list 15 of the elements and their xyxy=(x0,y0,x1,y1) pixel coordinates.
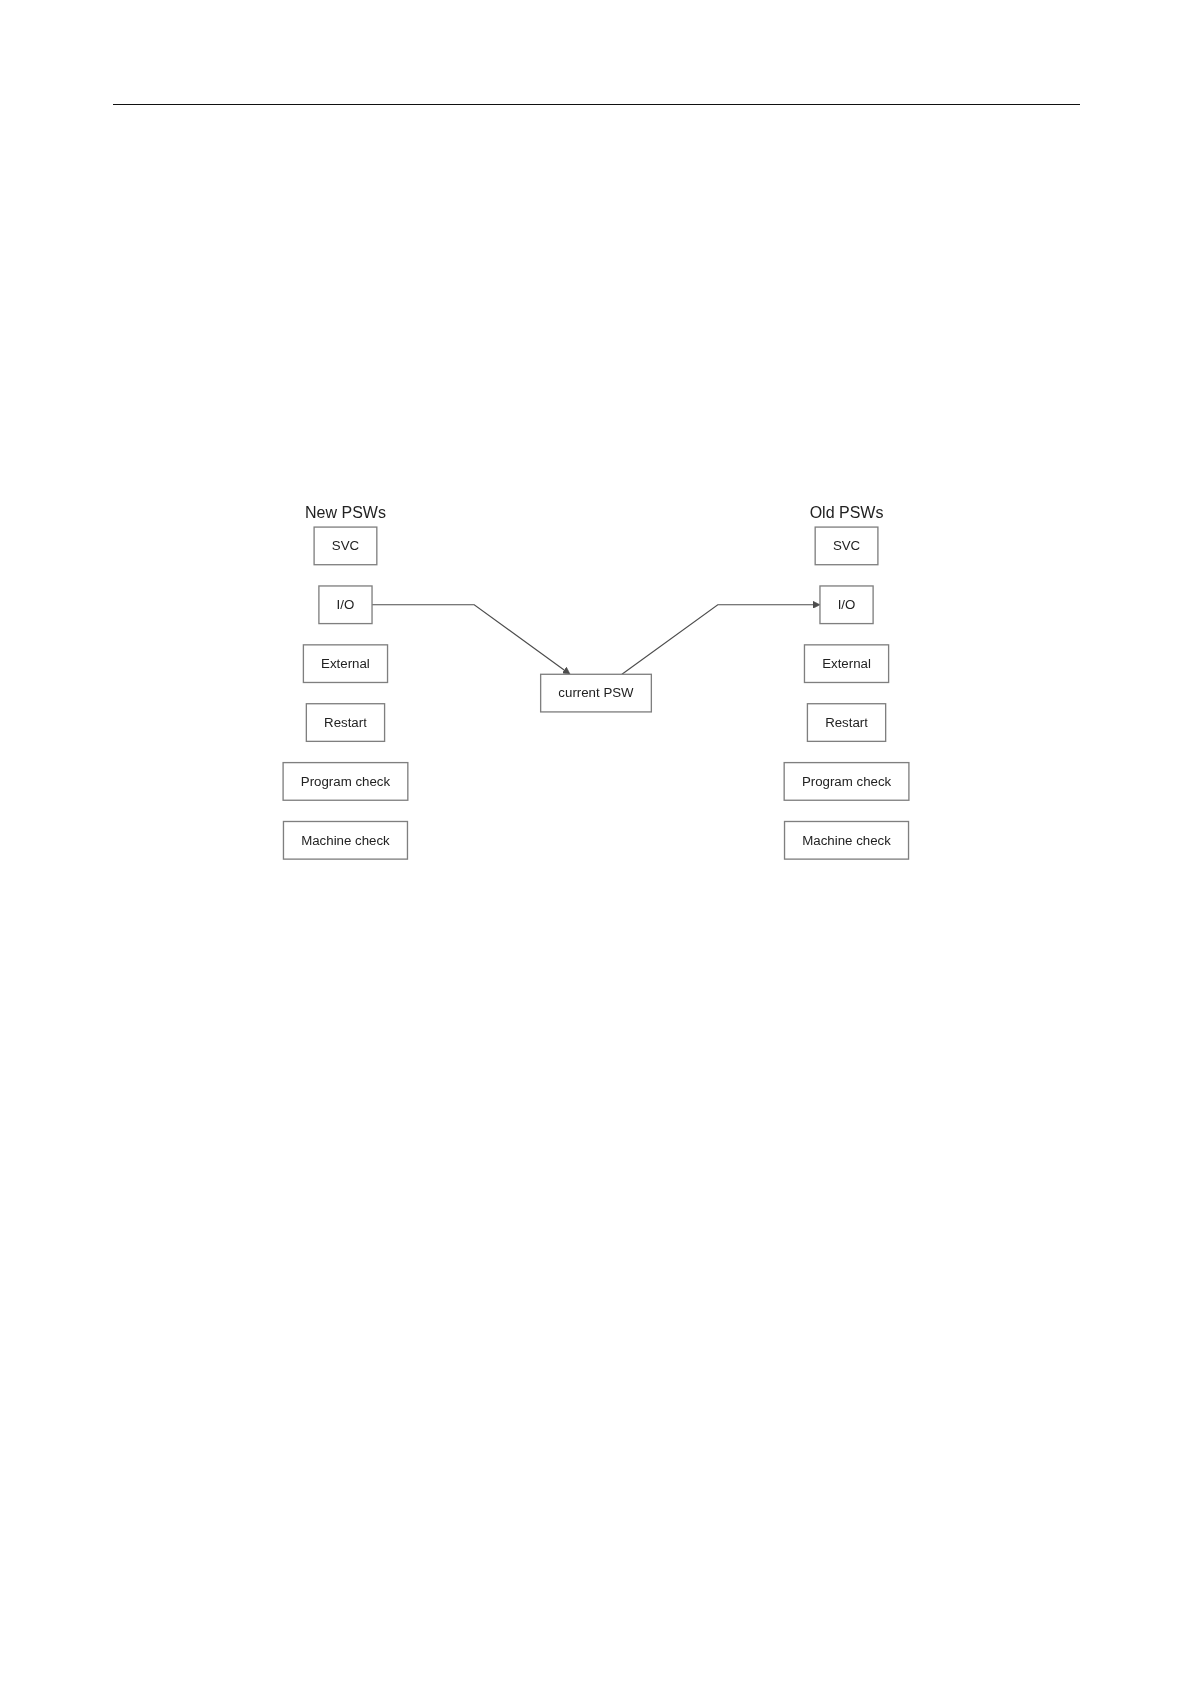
node-box: Machine check xyxy=(783,820,910,860)
node-box: I/O xyxy=(819,585,874,625)
column-heading: New PSWs xyxy=(305,504,386,523)
node-box: External xyxy=(302,644,389,684)
node-box: Restart xyxy=(305,703,386,743)
node-box: Restart xyxy=(806,703,887,743)
node-box: Machine check xyxy=(282,820,409,860)
node-box: External xyxy=(803,644,890,684)
node-box: current PSW xyxy=(540,673,652,713)
node-box: SVC xyxy=(313,526,378,566)
node-box: I/O xyxy=(318,585,373,625)
node-box: Program check xyxy=(282,761,409,801)
column-heading: Old PSWs xyxy=(809,504,884,523)
node-box: Program check xyxy=(783,761,910,801)
node-box: SVC xyxy=(814,526,879,566)
